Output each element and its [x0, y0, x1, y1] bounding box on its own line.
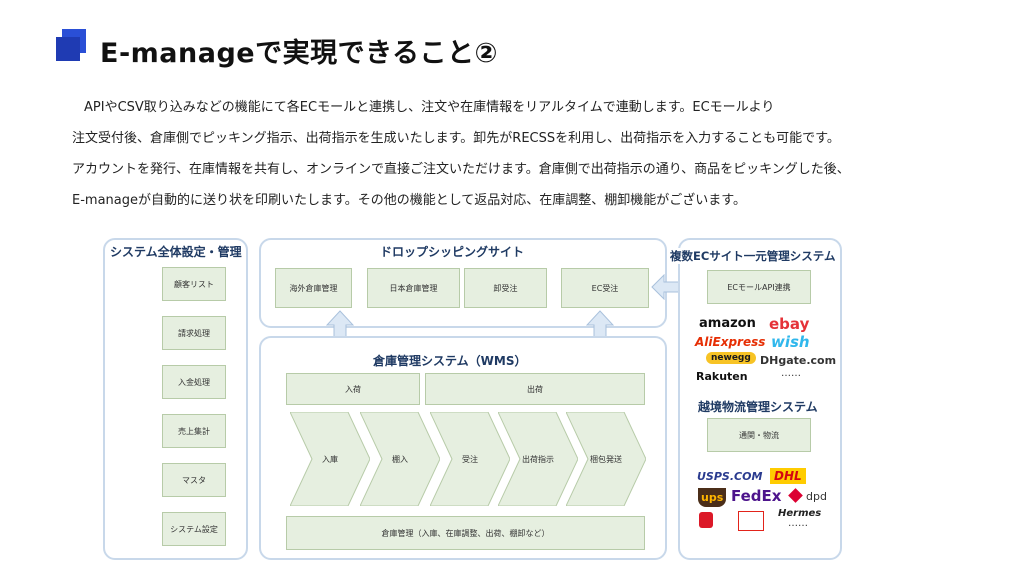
dhl-logo: DHL: [770, 468, 806, 484]
system-config-button[interactable]: システム設定: [162, 512, 226, 546]
australia-post-icon: [699, 512, 713, 528]
fedex-logo: FedEx: [731, 487, 782, 505]
ups-logo: ups: [698, 488, 727, 507]
singapore-post-icon: [738, 511, 764, 531]
dpd-logo: dpd: [806, 490, 827, 503]
dhgate-logo: DHgate.com: [760, 354, 837, 367]
description: APIやCSV取り込みなどの機能にて各ECモールと連携し、注文や在庫情報をリアル…: [72, 92, 972, 216]
ec-order-box[interactable]: EC受注: [561, 268, 649, 308]
billing-button[interactable]: 請求処理: [162, 316, 226, 350]
ec-management-title: 複数ECサイト一元管理システム: [668, 248, 838, 264]
step-receiving[interactable]: 入庫: [289, 411, 371, 507]
aliexpress-logo: AliExpress: [695, 335, 766, 349]
customer-list-button[interactable]: 顧客リスト: [162, 267, 226, 301]
overseas-warehouse-box[interactable]: 海外倉庫管理: [275, 268, 352, 308]
dropship-title: ドロップシッピングサイト: [380, 245, 525, 259]
sales-summary-button[interactable]: 売上集計: [162, 414, 226, 448]
amazon-logo: amazon: [699, 316, 756, 331]
description-line: アカウントを発行、在庫情報を共有し、オンラインで直接ご注文いただけます。倉庫側で…: [72, 162, 850, 177]
ec-api-box[interactable]: ECモールAPI連携: [707, 270, 811, 304]
master-button[interactable]: マスタ: [162, 463, 226, 497]
wholesale-order-box[interactable]: 卸受注: [464, 268, 547, 308]
usps-logo: USPS.COM: [697, 470, 763, 483]
inbound-box[interactable]: 入荷: [286, 373, 420, 405]
hermes-logo: Hermes: [778, 508, 822, 519]
outbound-box[interactable]: 出荷: [425, 373, 645, 405]
payment-button[interactable]: 入金処理: [162, 365, 226, 399]
customs-logistics-box[interactable]: 通関・物流: [707, 418, 811, 452]
system-settings-title: システム全体設定・管理: [110, 245, 242, 259]
logistics-title: 越境物流管理システム: [698, 400, 818, 414]
description-line: APIやCSV取り込みなどの機能にて各ECモールと連携し、注文や在庫情報をリアル…: [84, 100, 775, 115]
title-square-icon: [56, 29, 92, 65]
step-shelving[interactable]: 棚入: [359, 411, 441, 507]
step-order[interactable]: 受注: [429, 411, 511, 507]
logistics-more-logos: ……: [788, 518, 808, 529]
japan-warehouse-box[interactable]: 日本倉庫管理: [367, 268, 460, 308]
wms-title: 倉庫管理システム（WMS）: [373, 354, 527, 368]
wish-logo: wish: [771, 333, 810, 351]
ec-more-logos: ……: [781, 368, 801, 379]
step-shipping-instruction[interactable]: 出荷指示: [497, 411, 579, 507]
rakuten-logo: Rakuten: [696, 370, 748, 383]
step-packing-shipping[interactable]: 梱包発送: [565, 411, 647, 507]
page-title: E-manageで実現できること②: [100, 38, 498, 69]
warehouse-management-box[interactable]: 倉庫管理（入庫、在庫調整、出荷、棚卸など）: [286, 516, 645, 550]
ebay-logo: ebay: [769, 315, 810, 333]
description-line: 注文受付後、倉庫側でピッキング指示、出荷指示を生成いたします。卸先がRECSSを…: [72, 131, 840, 146]
description-line: E-manageが自動的に送り状を印刷いたします。その他の機能として返品対応、在…: [72, 193, 747, 208]
newegg-logo: newegg: [706, 352, 756, 364]
